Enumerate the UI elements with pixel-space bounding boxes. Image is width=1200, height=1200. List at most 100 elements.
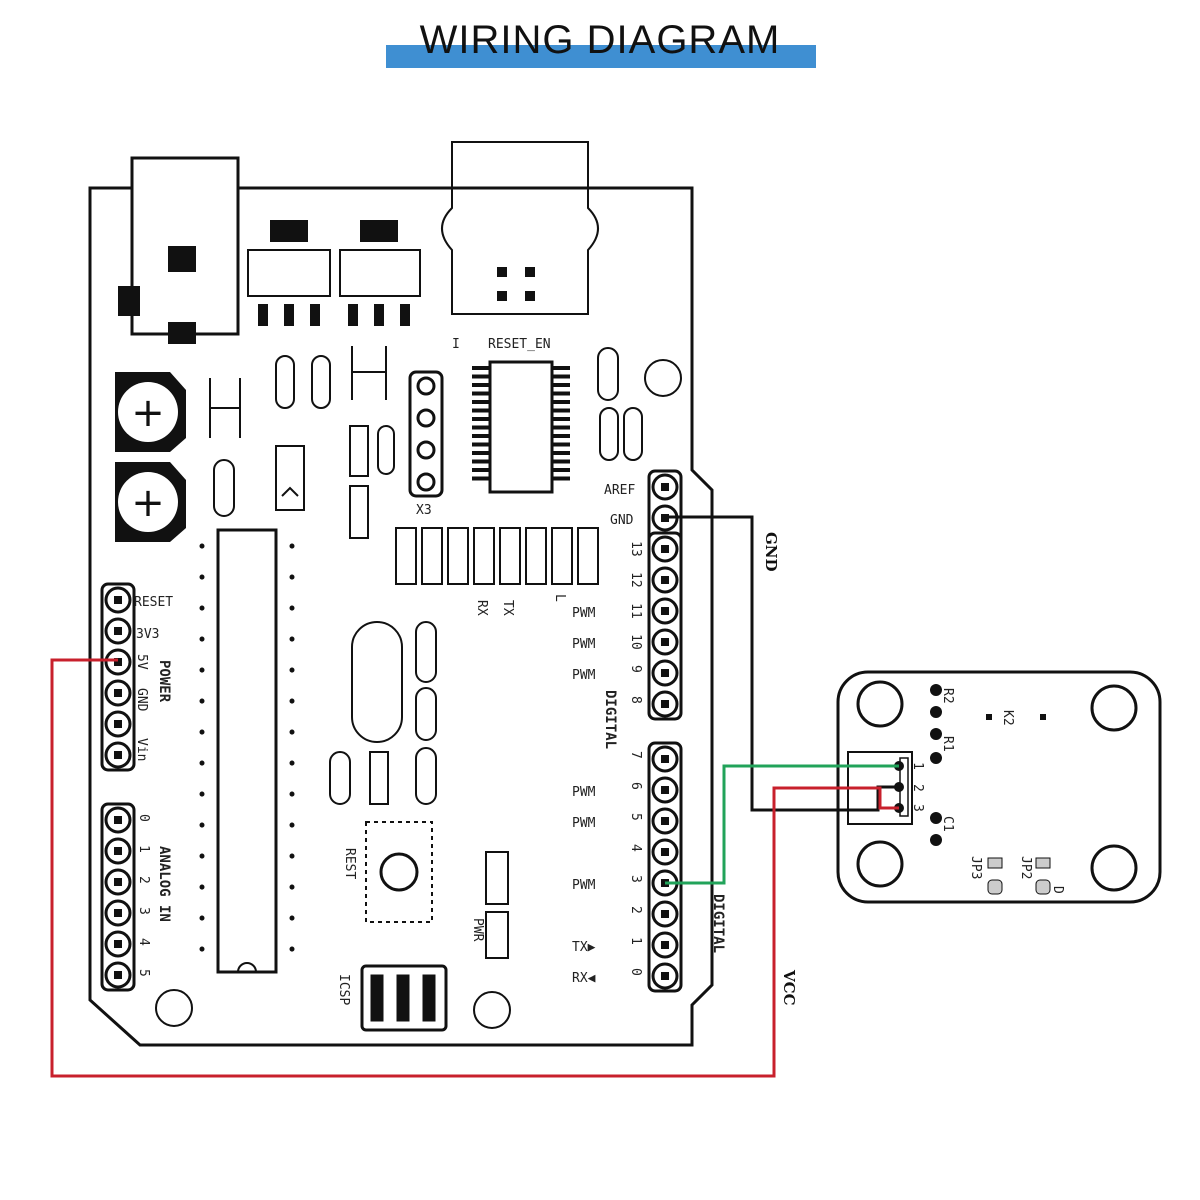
reset-en-label: RESET_EN [488, 337, 551, 352]
jp3-label: JP3 [968, 856, 983, 879]
capacitor-1: + [115, 372, 186, 452]
power-header-pin-center [114, 751, 122, 759]
power-header [100, 582, 136, 772]
voltage-regulator-1 [247, 220, 331, 326]
digital-lower-pin-number: 7 [628, 751, 643, 759]
digital-lower-pin-prefix: TX▶ [572, 940, 596, 955]
digital-lower-pin-prefix: RX◀ [572, 971, 596, 986]
digital-header-mid-pin-center [661, 638, 669, 646]
power-pin-gnd-label: GND [134, 688, 149, 712]
jp2-label: JP2 [1018, 856, 1033, 879]
power-header-pin-center [114, 627, 122, 635]
digital-lower-pin-number: 5 [628, 813, 643, 821]
digital-upper-pin-number: 13 [628, 541, 643, 557]
k2-label: K2 [1000, 710, 1015, 726]
power-pin-5v-label: 5V [134, 654, 149, 670]
led-l-label: L [552, 594, 567, 602]
digital-header-upper-pin-center [661, 483, 669, 491]
d-label: D [1050, 886, 1065, 894]
usb-serial-chip [472, 360, 570, 494]
analog-pin-label: 3 [136, 907, 151, 915]
digital-header-lower-pin-center [661, 848, 669, 856]
digital-lower-pin-prefix: PWM [572, 878, 596, 893]
microcontroller-chip [199, 528, 295, 974]
led-rx-label: RX [474, 600, 489, 616]
power-header-pin-center [114, 596, 122, 604]
digital-lower-pin-number: 2 [628, 906, 643, 914]
power-header-pin-center [114, 720, 122, 728]
vcc-wire [50, 658, 899, 1078]
power-header-pin-center [114, 689, 122, 697]
digital-header-lower-pin-center [661, 817, 669, 825]
power-pin-vin-label: Vin [134, 738, 149, 761]
usb-connector [441, 141, 599, 315]
svg-text:+: + [131, 480, 165, 526]
module-pin-1-label: 1 [910, 762, 925, 770]
digital-header-lower-pin-center [661, 941, 669, 949]
digital-header-mid-pin-center [661, 576, 669, 584]
icsp-header [360, 964, 448, 1032]
capacitor-2: + [115, 462, 186, 542]
digital-header-lower-pin-center [661, 910, 669, 918]
vcc-wire-label: VCC [780, 969, 798, 1006]
diagram-title: WIRING DIAGRAM [419, 18, 781, 62]
analog-header [100, 802, 136, 992]
x3-label: X3 [416, 503, 432, 518]
digital-lower-pin-number: 0 [628, 968, 643, 976]
led-tx-label: TX [500, 600, 515, 616]
digital-header-mid-pin-center [661, 607, 669, 615]
digital-header-lower-pin-center [661, 755, 669, 763]
crystal-area [329, 621, 437, 805]
r2-label: R2 [940, 688, 955, 704]
digital-upper-pin-number: 8 [628, 696, 643, 704]
pwr-label: PWR [470, 918, 485, 942]
gnd-wire-label: GND [762, 532, 780, 572]
digital-header-lower-body [647, 741, 683, 993]
analog-header-pin-center [114, 816, 122, 824]
aref-label: AREF [604, 483, 635, 498]
power-section-label: POWER [156, 660, 172, 703]
signal-wire [665, 764, 899, 885]
digital-upper-pin-prefix: PWM [572, 606, 596, 621]
digital-upper-pin-number: 10 [628, 634, 643, 650]
analog-pin-label: 2 [136, 876, 151, 884]
digital-header-lower-pin-center [661, 972, 669, 980]
analog-section-label: ANALOG IN [156, 846, 172, 922]
digital-upper-pin-number: 9 [628, 665, 643, 673]
rest-label: REST [342, 848, 357, 879]
digital-header-lower-pin-center [661, 786, 669, 794]
digital-lower-pin-number: 4 [628, 844, 643, 852]
digital-lower-pin-number: 1 [628, 937, 643, 945]
c1-label: C1 [940, 816, 955, 832]
digital-vertical-label: DIGITAL [602, 690, 618, 749]
pwr-led [485, 851, 509, 959]
digital-section-label: DIGITAL [710, 894, 726, 953]
r1-label: R1 [940, 736, 955, 752]
module-pin-2-label: 2 [910, 784, 925, 792]
digital-upper-pin-prefix: PWM [572, 637, 596, 652]
power-pin-reset-label: RESET [134, 595, 173, 610]
tick-mark: I [452, 337, 460, 352]
power-pin-3v3-label: 3V3 [136, 627, 159, 642]
digital-lower-pin-number: 6 [628, 782, 643, 790]
title-underline-bar [386, 45, 816, 68]
digital-lower-pin-prefix: PWM [572, 816, 596, 831]
analog-header-pin-center [114, 847, 122, 855]
digital-header [647, 469, 683, 993]
analog-header-pin-center [114, 940, 122, 948]
analog-header-pin-center [114, 878, 122, 886]
svg-text:+: + [131, 390, 165, 436]
digital-header-mid-pin-center [661, 669, 669, 677]
analog-pin-label: 4 [136, 938, 151, 946]
power-header-pin-center [114, 658, 122, 666]
arduino-board [88, 186, 714, 1047]
gnd-pin-label: GND [610, 513, 634, 528]
digital-upper-pin-number: 11 [628, 603, 643, 619]
voltage-regulator-2 [339, 220, 421, 326]
analog-pin-label: 5 [136, 969, 151, 977]
digital-upper-pin-prefix: PWM [572, 668, 596, 683]
dc-power-jack [118, 156, 240, 344]
digital-header-mid-pin-center [661, 700, 669, 708]
